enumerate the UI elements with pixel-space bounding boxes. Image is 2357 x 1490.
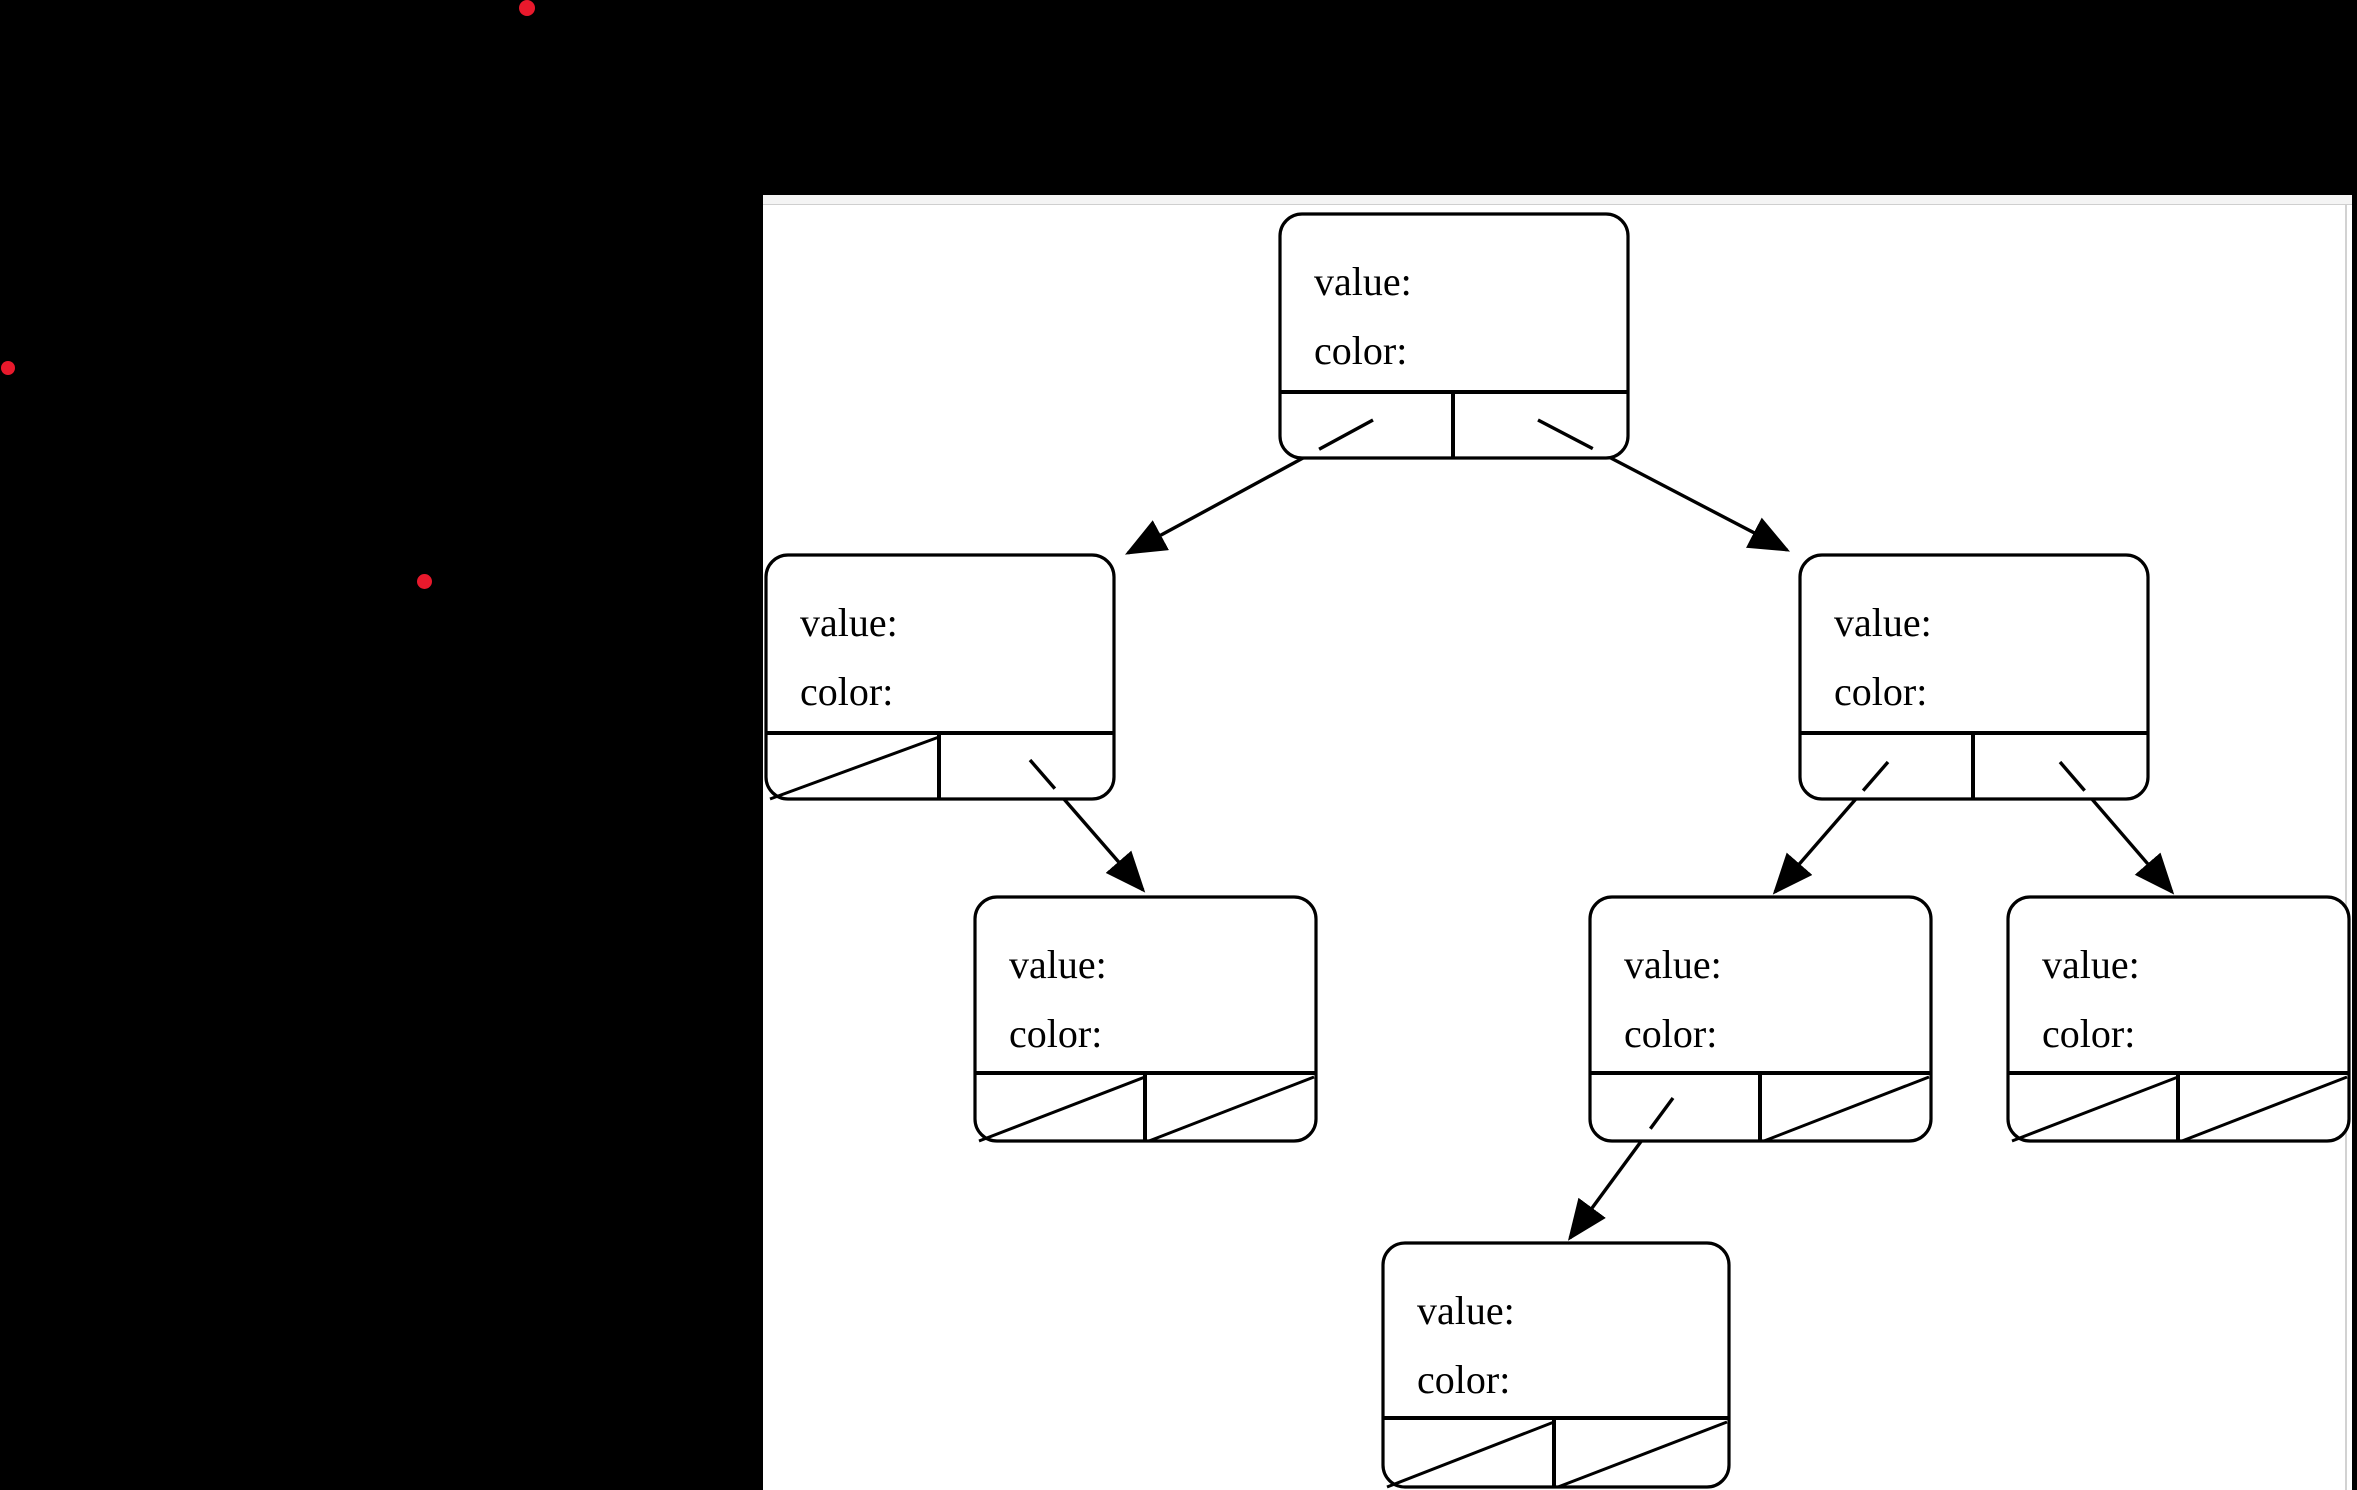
diagram-page: [763, 205, 2352, 1490]
annotation-dot-3: [416, 573, 432, 589]
page-right-hairline: [2345, 205, 2347, 1490]
annotation-dot-2: [1, 361, 15, 375]
page-top-strip: [763, 195, 2352, 205]
annotation-dot-1: [519, 0, 535, 16]
